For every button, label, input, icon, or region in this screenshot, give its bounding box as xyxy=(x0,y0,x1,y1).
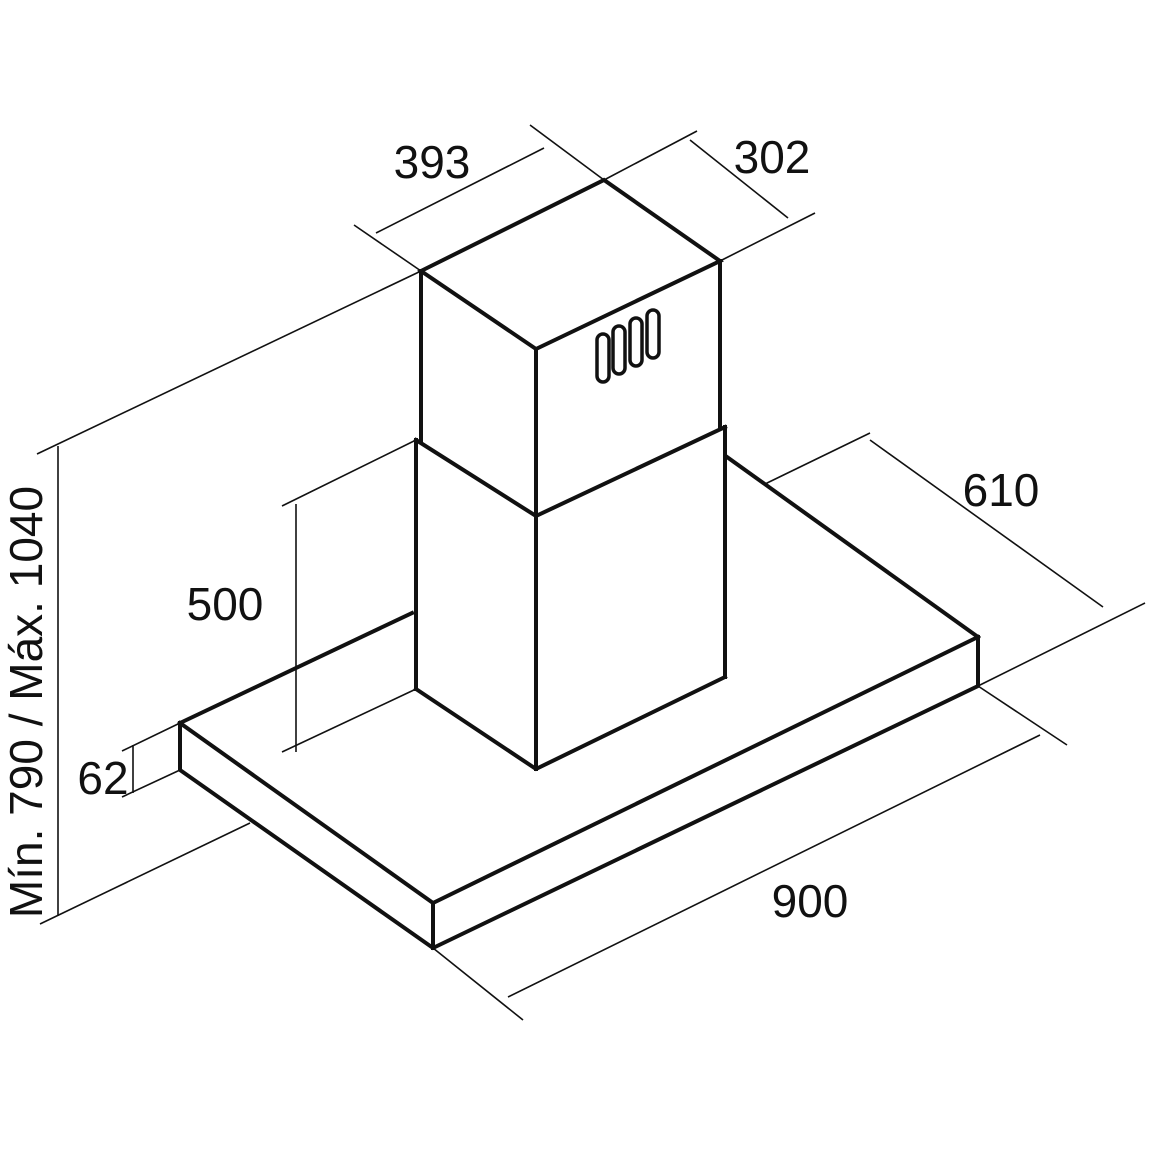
label-lower-chimney-height: 500 xyxy=(187,578,264,630)
vent-slot-3 xyxy=(628,316,644,368)
vent-slot-2 xyxy=(611,324,627,376)
dim-500-ext-bottom xyxy=(281,688,417,753)
label-canopy-thickness: 62 xyxy=(77,752,128,804)
dim-610-ext-back xyxy=(764,432,871,485)
upper-chimney-top-face xyxy=(417,177,724,352)
canopy-top-front-left-edge xyxy=(177,720,436,906)
dim-302-ext-bottom xyxy=(719,212,816,262)
dim-900-ext-right xyxy=(977,685,1068,746)
vent-slots xyxy=(595,308,661,384)
canopy xyxy=(177,454,981,951)
dim-393-line xyxy=(375,147,545,234)
lower-chimney xyxy=(413,424,728,772)
lower-chimney-top-edge xyxy=(413,424,728,519)
canopy-bottom-outline xyxy=(178,635,980,951)
label-canopy-width: 900 xyxy=(772,875,849,927)
dim-393-ext-left xyxy=(353,224,422,272)
dim-height-ext-bottom xyxy=(39,822,251,925)
dim-500-ext-top xyxy=(281,439,417,507)
lower-chimney-bottom-edge xyxy=(413,674,728,772)
dim-height-ext-top xyxy=(36,270,422,455)
canopy-top-right-back-edge xyxy=(724,454,981,640)
label-canopy-depth: 610 xyxy=(963,464,1040,516)
dim-62-ext-bottom xyxy=(121,769,181,798)
dim-302-line xyxy=(689,139,789,219)
dim-62-ext-top xyxy=(121,722,181,752)
dim-302-ext-top xyxy=(603,130,698,181)
vent-slot-1 xyxy=(595,332,611,384)
upper-chimney xyxy=(417,177,724,518)
label-chimney-width: 393 xyxy=(394,136,471,188)
label-chimney-depth: 302 xyxy=(734,131,811,183)
dimension-lines xyxy=(36,124,1146,1021)
dimension-labels: 393 302 610 500 62 900 Mín. 790 / Máx. 1… xyxy=(0,131,1039,927)
dim-610-line xyxy=(869,439,1104,608)
dim-393-ext-right xyxy=(529,124,605,181)
label-total-height: Mín. 790 / Máx. 1040 xyxy=(0,486,52,918)
vent-slot-4 xyxy=(645,308,661,360)
dim-900-ext-left xyxy=(432,947,524,1021)
dim-610-ext-front xyxy=(977,602,1146,687)
canopy-top-front-right-edge xyxy=(430,634,981,906)
dim-900-line xyxy=(507,734,1041,998)
